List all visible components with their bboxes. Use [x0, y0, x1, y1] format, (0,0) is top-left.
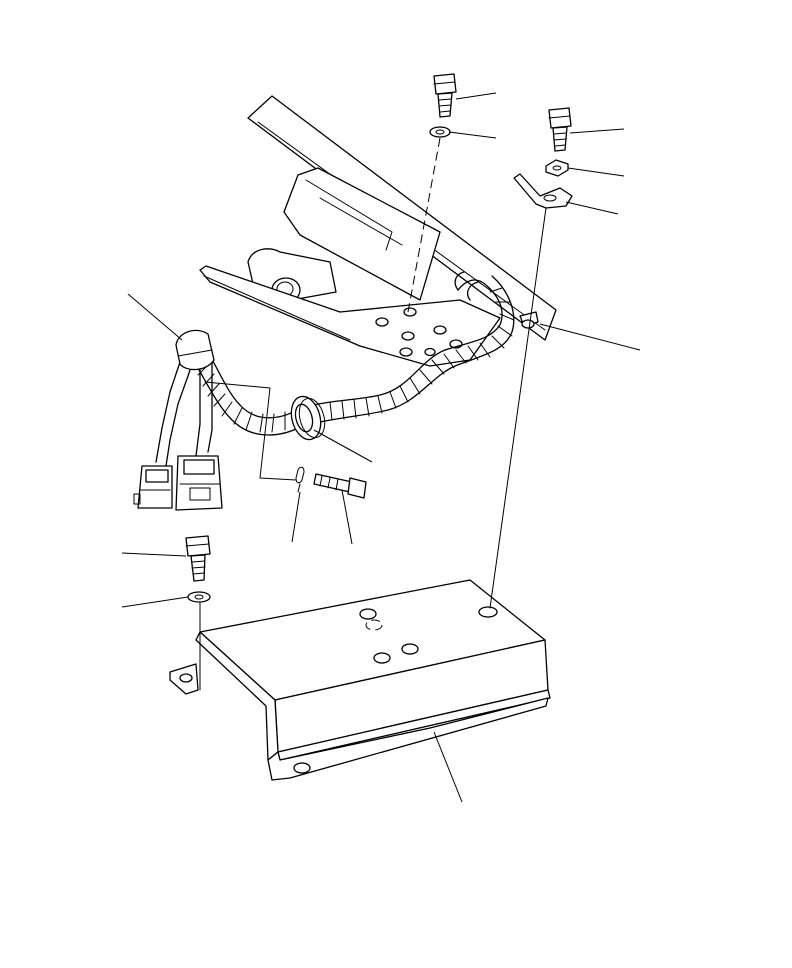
washer-top-left: [429, 126, 451, 138]
mounting-bracket: [169, 579, 551, 781]
bolt-left: [185, 535, 211, 582]
wire-harness: [133, 271, 515, 511]
screw: [313, 473, 367, 499]
grommet: [290, 395, 326, 441]
clamp-bracket: [513, 173, 573, 209]
washer-top-right: [545, 159, 569, 177]
accelerator-pedal-assembly: [199, 95, 557, 367]
connector-guide-line: [204, 381, 297, 481]
bolt-top-right: [548, 107, 572, 152]
assembly-lines: [199, 137, 547, 691]
bolt-top-left: [433, 73, 457, 118]
clip: [295, 466, 305, 493]
pedal-clip: [519, 311, 539, 329]
leader-lines: [121, 92, 641, 803]
washer-left: [187, 591, 211, 603]
